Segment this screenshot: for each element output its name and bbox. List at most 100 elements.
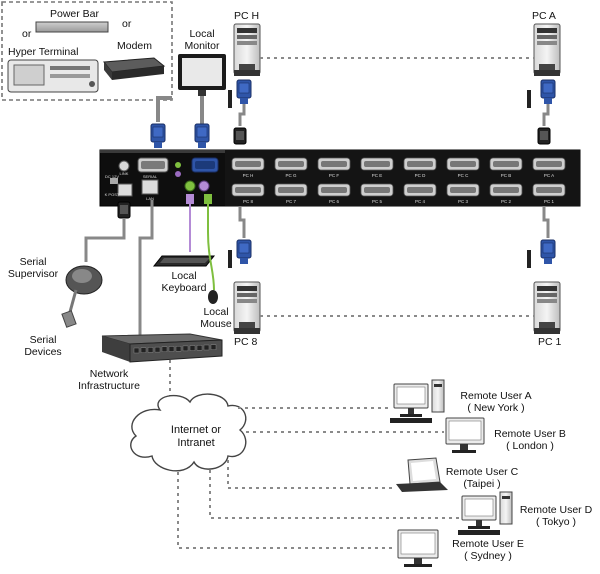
kvm-port-pc-2 bbox=[489, 183, 523, 197]
or-label-2: or bbox=[122, 18, 132, 30]
pc-h-tower bbox=[233, 23, 261, 77]
remote-user-b-label: Remote User B ( London ) bbox=[490, 428, 570, 452]
remote-user-d-label: Remote User D ( Tokyo ) bbox=[516, 504, 596, 528]
serial-supervisor-label-2: Supervisor bbox=[7, 268, 59, 280]
remote-user-e-monitor bbox=[397, 529, 439, 567]
remote-user-e-label: Remote User E ( Sydney ) bbox=[448, 538, 528, 562]
network-port bbox=[203, 344, 210, 351]
kvm-port-label: PC 4 bbox=[415, 199, 426, 204]
local-keyboard-image bbox=[152, 255, 216, 267]
network-port bbox=[182, 345, 189, 352]
network-port bbox=[133, 347, 140, 354]
local-monitor-image bbox=[178, 54, 226, 96]
kvm-port-label: PC G bbox=[285, 173, 297, 178]
remote-user-c-label: Remote User C (Taipei ) bbox=[442, 466, 522, 490]
kvm-port-label: PC E bbox=[372, 173, 383, 178]
kvm-port-label: PC 6 bbox=[329, 199, 340, 204]
kvm-port-label: PC F bbox=[329, 173, 340, 178]
network-port bbox=[168, 346, 175, 352]
pc-1-tower bbox=[533, 281, 561, 335]
hyper-terminal-label: Hyper Terminal bbox=[8, 46, 79, 58]
or-label-1: or bbox=[22, 28, 32, 40]
hyper-terminal-image bbox=[7, 59, 99, 93]
kvm-port-label: PC 1 bbox=[544, 199, 555, 204]
serial-devices-label-1: Serial bbox=[29, 334, 57, 346]
pc-8-tower bbox=[233, 281, 261, 335]
internet-label: Internet or Intranet bbox=[160, 424, 232, 450]
kvm-port-pc-e bbox=[360, 157, 394, 171]
kvm-port-label: PC 7 bbox=[286, 199, 297, 204]
local-keyboard-label-2: Keyboard bbox=[161, 282, 207, 294]
kvm-port-pc-c bbox=[446, 157, 480, 171]
local-mouse-label: Local Mouse bbox=[196, 306, 236, 330]
pc-h-label: PC H bbox=[234, 10, 260, 22]
kvm-port-label: PC H bbox=[243, 173, 254, 178]
network-label-1: Network bbox=[89, 368, 129, 380]
network-port bbox=[189, 345, 196, 351]
remote-user-c-name: Remote User C bbox=[445, 466, 519, 478]
local-keyboard-label: Local Keyboard bbox=[154, 270, 214, 294]
network-port bbox=[175, 346, 182, 352]
kvm-port-pc-f bbox=[317, 157, 351, 171]
modem-image bbox=[103, 57, 166, 80]
pc-a-label: PC A bbox=[532, 10, 556, 22]
remote-user-c-laptop bbox=[396, 457, 448, 492]
remote-user-e-city: ( Sydney ) bbox=[464, 550, 512, 562]
kvm-port-label: PC 3 bbox=[458, 199, 469, 204]
kvm-port-pc-b bbox=[489, 157, 523, 171]
power-bar-image bbox=[35, 21, 109, 33]
kvm-panel-label: K POST bbox=[105, 192, 120, 197]
local-monitor-label-1: Local bbox=[189, 28, 215, 40]
kvm-port-label: PC A bbox=[544, 173, 554, 178]
remote-user-d-workstation bbox=[457, 491, 513, 536]
local-monitor-label-2: Monitor bbox=[184, 40, 220, 52]
network-port bbox=[154, 346, 161, 353]
kvm-panel-label: LINK bbox=[120, 171, 129, 176]
pc-8-label: PC 8 bbox=[234, 336, 258, 348]
kvm-panel-label: SERIAL bbox=[143, 174, 158, 179]
remote-user-b-monitor bbox=[445, 417, 485, 453]
remote-user-a-city: ( New York ) bbox=[467, 402, 525, 414]
serial-devices-label-2: Devices bbox=[24, 346, 62, 358]
kvm-port-pc-6 bbox=[317, 183, 351, 197]
internet-label-1: Internet or bbox=[170, 424, 222, 436]
remote-user-b-city: ( London ) bbox=[506, 440, 554, 452]
remote-user-d-city: ( Tokyo ) bbox=[535, 516, 577, 528]
network-port bbox=[140, 347, 147, 353]
kvm-port-label: PC 5 bbox=[372, 199, 383, 204]
kvm-port-pc-4 bbox=[403, 183, 437, 197]
modem-label: Modem bbox=[117, 40, 153, 52]
network-port bbox=[147, 347, 154, 353]
kvm-port-label: PC 8 bbox=[243, 199, 254, 204]
local-keyboard-label-1: Local bbox=[171, 270, 197, 282]
serial-devices-label: Serial Devices bbox=[20, 334, 66, 358]
local-mouse-label-2: Mouse bbox=[200, 318, 232, 330]
kvm-port-pc-5 bbox=[360, 183, 394, 197]
remote-user-a-workstation bbox=[389, 379, 445, 424]
kvm-port-pc-a bbox=[532, 157, 566, 171]
kvm-port-pc-1 bbox=[532, 183, 566, 197]
kvm-panel-label: DC 12V bbox=[105, 174, 119, 179]
network-label-2: Infrastructure bbox=[78, 380, 140, 392]
kvm-port-label: PC C bbox=[458, 173, 470, 178]
local-mouse-label-1: Local bbox=[203, 306, 229, 318]
remote-user-a-label: Remote User A ( New York ) bbox=[456, 390, 536, 414]
remote-user-e-name: Remote User E bbox=[452, 538, 524, 550]
kvm-port-pc-h bbox=[231, 157, 265, 171]
local-mouse-image bbox=[208, 290, 218, 304]
kvm-panel-label: LAN bbox=[146, 196, 154, 201]
kvm-port-pc-8 bbox=[231, 183, 265, 197]
remote-user-d-name: Remote User D bbox=[519, 504, 593, 516]
remote-user-c-city: (Taipei ) bbox=[463, 478, 501, 490]
kvm-port-label: PC 2 bbox=[501, 199, 512, 204]
kvm-port-pc-7 bbox=[274, 183, 308, 197]
network-port bbox=[196, 345, 203, 351]
pc-1-label: PC 1 bbox=[538, 336, 562, 348]
pc-a-tower bbox=[533, 23, 561, 77]
network-port bbox=[161, 346, 168, 352]
serial-supervisor-image bbox=[61, 265, 103, 328]
power-bar-label: Power Bar bbox=[50, 8, 100, 20]
